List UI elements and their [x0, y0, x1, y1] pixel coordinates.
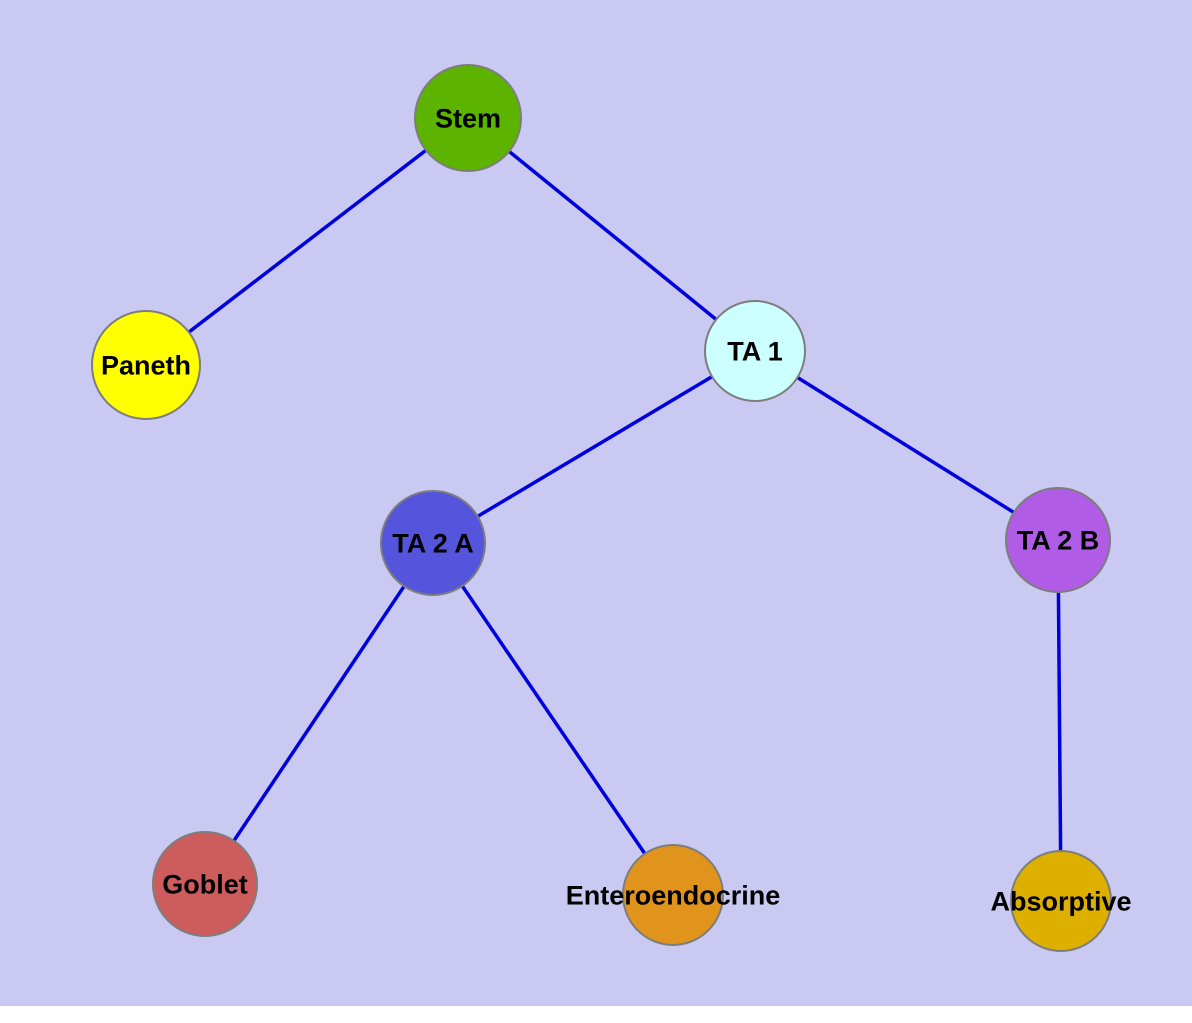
edge-ta2a-goblet: [203, 542, 435, 885]
node-ta2a[interactable]: [380, 490, 486, 596]
edge-stem-paneth: [144, 116, 470, 367]
edge-ta1-ta2b: [754, 349, 1059, 542]
edge-stem-ta1: [466, 116, 757, 353]
edge-ta2b-absorptive: [1056, 539, 1063, 902]
node-paneth[interactable]: [91, 310, 201, 420]
edge-ta1-ta2a: [432, 349, 756, 545]
node-stem[interactable]: [414, 64, 522, 172]
node-ta1[interactable]: [704, 300, 806, 402]
node-goblet[interactable]: [152, 831, 258, 937]
node-enteroendocrine[interactable]: [622, 844, 724, 946]
node-ta2b[interactable]: [1005, 487, 1111, 593]
node-absorptive[interactable]: [1010, 850, 1112, 952]
edge-ta2a-enteroendocrine: [431, 542, 675, 896]
